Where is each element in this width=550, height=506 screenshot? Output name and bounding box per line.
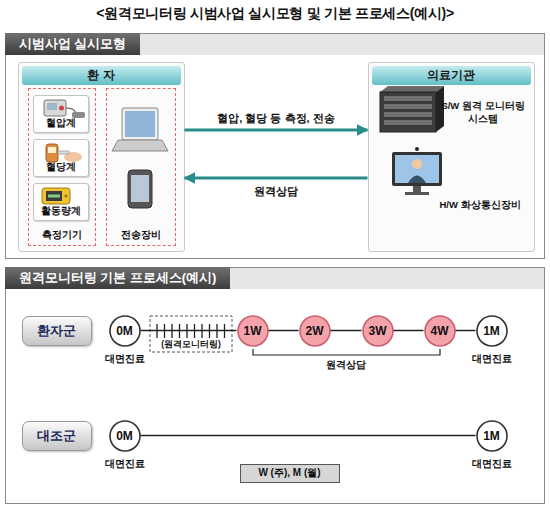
phone-body: [128, 170, 152, 208]
circle-outline: [477, 316, 507, 346]
timepoint-circle: 0M대면진료: [109, 315, 141, 347]
bp-cuff: [72, 112, 85, 118]
activity-tracker-body: [42, 188, 70, 204]
device-label: 활동량계: [34, 204, 88, 218]
bp-monitor-button: [59, 106, 64, 111]
bp-cuff-tube: [66, 108, 76, 113]
timepoint-label: 1M: [476, 420, 508, 452]
diagram-title: <원격모니터링 시범사업 실시모형 및 기본 프로세스(예시)>: [0, 5, 550, 23]
actor-group: 환 자측정기기 혈압계혈당계활동량계전송장비: [18, 62, 185, 252]
person-body: [408, 176, 426, 184]
tablet-frame: [122, 108, 158, 140]
monitor-frame: [392, 152, 442, 186]
tablet-base: [112, 140, 168, 151]
flow-arrow: [185, 129, 368, 132]
tick-marks: [157, 324, 225, 338]
server-side: [436, 86, 444, 132]
person-head: [412, 159, 422, 169]
timepoint-circle: 4W: [424, 315, 456, 347]
device-card: 혈당계: [33, 139, 89, 177]
circle-outline: [238, 316, 268, 346]
server-rack: [380, 92, 436, 132]
timepoint-circle: 2W: [299, 315, 331, 347]
device-label: 혈당계: [34, 160, 88, 174]
timepoint-label: 3W: [362, 315, 394, 347]
timeline-line: [141, 435, 476, 437]
hand-shape: [64, 152, 82, 162]
group-caption: 측정기기: [29, 228, 95, 242]
flow-arrow: [185, 177, 368, 180]
camera: [415, 147, 419, 151]
timeline-line: [141, 330, 237, 332]
visit-caption: 대면진료: [105, 352, 145, 366]
timepoint-label: 0M: [109, 420, 141, 452]
device-label: 혈압계: [34, 116, 88, 130]
visit-caption: 대면진료: [472, 457, 512, 471]
glucose-meter-screen: [48, 147, 56, 153]
group-label-box: 대조군: [22, 421, 92, 451]
section-heading: 시범사업 실시모형: [5, 33, 141, 55]
timeline-line: [269, 330, 299, 332]
tablet-screen: [125, 111, 155, 137]
server-top: [380, 86, 444, 92]
activity-tracker-digits: [48, 195, 60, 198]
circle-outline: [110, 421, 140, 451]
timepoint-label: 1W: [237, 315, 269, 347]
group-heading: 환 자: [22, 66, 181, 85]
activity-tracker-screen: [46, 191, 62, 201]
server-unit: [384, 104, 432, 109]
bp-monitor-screen: [47, 103, 57, 110]
period-bracket: [150, 316, 232, 352]
circle-outline: [477, 421, 507, 451]
group-heading: 의료기관: [372, 66, 531, 85]
device-card: 활동량계: [33, 183, 89, 221]
timepoint-circle: 1M대면진료: [476, 420, 508, 452]
glucose-meter-body: [46, 144, 58, 162]
visit-caption: 대면진료: [105, 457, 145, 471]
monitor-foot: [405, 192, 429, 195]
section-panel: 시범사업 실시모형환 자측정기기 혈압계혈당계활동량계전송장비 의료기관: [5, 33, 545, 259]
circle-outline: [363, 316, 393, 346]
actor-group: 의료기관: [368, 62, 535, 252]
activity-tracker-button: [64, 194, 67, 197]
device-group: 측정기기 혈압계혈당계활동량계: [28, 88, 96, 246]
test-strip: [58, 151, 69, 154]
timeline-line: [331, 330, 362, 332]
phone-screen: [131, 175, 149, 202]
server-unit: [384, 120, 432, 125]
server-unit: [384, 112, 432, 117]
monitor-stand: [413, 186, 421, 192]
consultation-bracket: [253, 349, 440, 355]
timeline-line: [394, 330, 424, 332]
timepoint-label: 0M: [109, 315, 141, 347]
circle-outline: [110, 316, 140, 346]
timepoint-label: 2W: [299, 315, 331, 347]
device-group: 전송장비: [106, 88, 176, 246]
section-panel: 원격모니터링 기본 프로세스(예시)환자군0M대면진료1W2W3W4W1M대면진…: [5, 267, 545, 504]
timepoint-circle: 1M대면진료: [476, 315, 508, 347]
group-label: 대조군: [37, 427, 76, 445]
timeline-line: [456, 330, 476, 332]
timepoint-circle: 3W: [362, 315, 394, 347]
unit-note-box: W (주), M (월): [240, 464, 340, 483]
visit-caption: 대면진료: [472, 352, 512, 366]
unit-note: W (주), M (월): [258, 466, 320, 480]
timepoint-label: 4W: [424, 315, 456, 347]
server-unit: [384, 96, 432, 101]
monitor-screen: [395, 155, 439, 183]
circle-outline: [425, 316, 455, 346]
group-label-box: 환자군: [22, 316, 92, 346]
timepoint-label: 1M: [476, 315, 508, 347]
timepoint-circle: 1W: [237, 315, 269, 347]
device-card: 혈압계: [33, 95, 89, 133]
timepoint-circle: 0M대면진료: [109, 420, 141, 452]
bp-monitor-body: [44, 100, 66, 116]
section-heading: 원격모니터링 기본 프로세스(예시): [5, 267, 231, 289]
group-caption: 전송장비: [107, 228, 175, 242]
group-label: 환자군: [37, 322, 76, 340]
circle-outline: [300, 316, 330, 346]
